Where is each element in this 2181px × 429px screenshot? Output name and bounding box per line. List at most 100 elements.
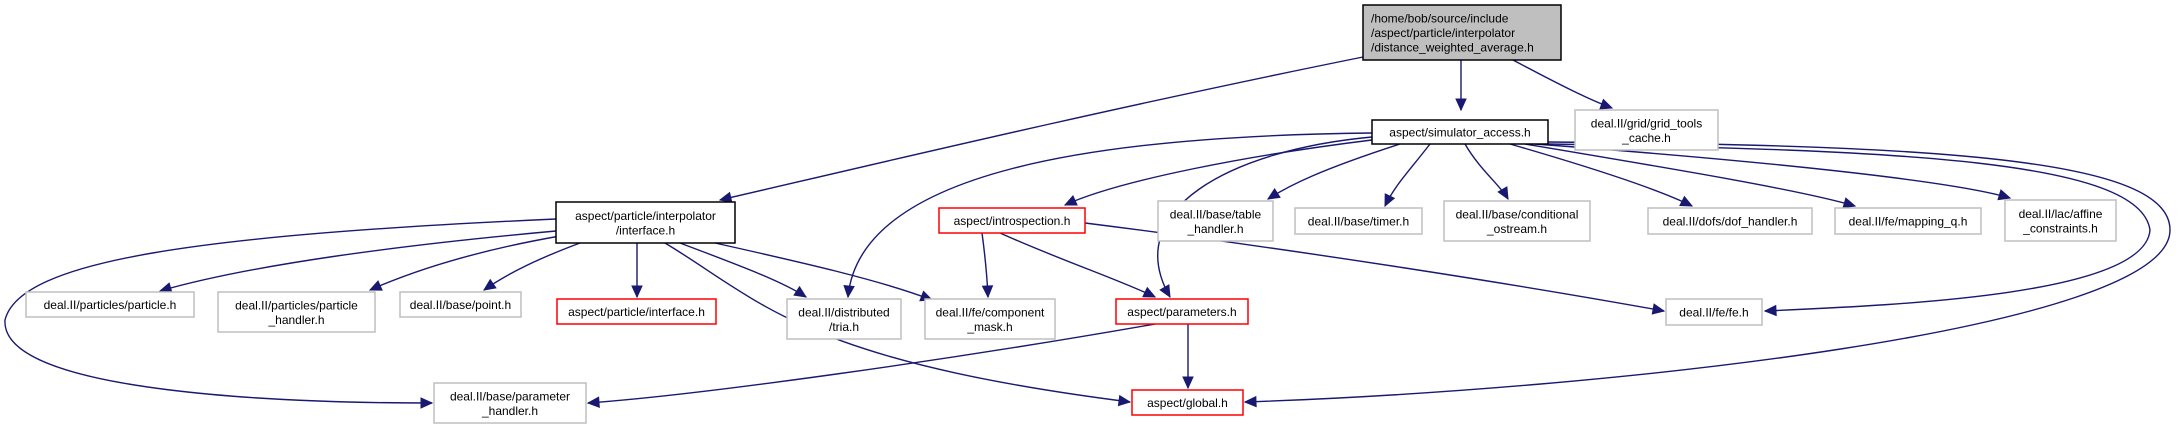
edge-simulator_access-to-fe: [1547, 143, 2151, 317]
node-box: [924, 298, 1056, 340]
node-component-mask[interactable]: deal.II/fe/component_mask.h: [924, 298, 1056, 340]
arrowhead-icon: [1599, 98, 1614, 110]
node-mapping-q[interactable]: deal.II/fe/mapping_q.h: [1834, 207, 1982, 235]
node-table-handler[interactable]: deal.II/base/table_handler.h: [1157, 200, 1274, 242]
node-label: deal.II/particles/particle: [235, 298, 358, 312]
arrowhead-icon: [1266, 187, 1281, 200]
node-global[interactable]: aspect/global.h: [1131, 389, 1244, 416]
node-dof-handler[interactable]: deal.II/dofs/dof_handler.h: [1647, 207, 1813, 235]
node-label: deal.II/base/conditional: [1456, 207, 1579, 221]
node-point[interactable]: deal.II/base/point.h: [399, 291, 522, 318]
edge-interp_interface-to-distributed_tria: [679, 242, 808, 298]
node-label: /home/bob/source/include: [1371, 12, 1509, 26]
node-label: deal.II/dofs/dof_handler.h: [1663, 215, 1798, 229]
edge-interp_interface-to-point: [483, 242, 581, 291]
edge-simulator_access-to-distributed_tria: [843, 132, 1373, 299]
edge-line: [1512, 59, 1613, 109]
edge-introspection-to-parameters: [999, 232, 1157, 298]
node-label: deal.II/base/point.h: [410, 298, 511, 312]
node-box: [1362, 4, 1562, 61]
arrowhead-icon: [793, 285, 808, 298]
arrowhead-icon: [1455, 98, 1467, 112]
edge-line: [369, 235, 561, 291]
node-label: deal.II/grid/grid_tools: [1591, 116, 1702, 130]
node-label: /aspect/particle/interpolator: [1371, 26, 1515, 40]
node-label: aspect/particle/interface.h: [568, 305, 705, 319]
node-particle-handler[interactable]: deal.II/particles/particle_handler.h: [217, 291, 376, 333]
node-conditional-ostream[interactable]: deal.II/base/conditional_ostream.h: [1443, 200, 1591, 242]
node-interp-interface[interactable]: aspect/particle/interpolator/interface.h: [555, 201, 736, 244]
edge-line: [4, 218, 557, 404]
edge-simulator_access-to-affine_constraints: [1534, 143, 2012, 201]
node-affine-constraints[interactable]: deal.II/lac/affine_constraints.h: [2004, 199, 2117, 242]
node-box: [1131, 389, 1244, 416]
node-box: [399, 291, 522, 318]
edge-simulator_access-to-conditional_ostream: [1464, 143, 1509, 201]
node-box: [1834, 207, 1982, 235]
node-label: deal.II/fe/component: [936, 305, 1045, 319]
edge-line: [1509, 143, 1693, 207]
node-parameter-handler[interactable]: deal.II/base/parameter_handler.h: [433, 382, 587, 424]
node-label: deal.II/distributed: [798, 305, 889, 319]
edge-line: [1547, 143, 2151, 312]
edge-line: [679, 242, 807, 298]
arrowhead-icon: [1997, 189, 2012, 201]
node-label: _handler.h: [267, 313, 324, 327]
node-distributed-tria[interactable]: deal.II/distributed/tria.h: [786, 298, 902, 340]
edge-line: [1534, 143, 2011, 199]
node-grid-tools-cache[interactable]: deal.II/grid/grid_tools_cache.h: [1574, 109, 1719, 151]
arrowhead-icon: [1142, 286, 1157, 298]
node-label: _mask.h: [966, 320, 1012, 334]
edge-parameters-to-parameter_handler: [586, 323, 1156, 408]
node-box: [217, 291, 376, 333]
edge-line: [999, 232, 1156, 298]
arrowhead-icon: [1159, 284, 1171, 299]
node-introspection[interactable]: aspect/introspection.h: [938, 207, 1086, 234]
edge-simulator_access-to-parameters: [1157, 136, 1373, 299]
node-label: aspect/simulator_access.h: [1389, 126, 1530, 140]
edge-simulator_access-to-table_handler: [1266, 143, 1401, 200]
edge-line: [1524, 143, 1856, 207]
node-label: /distance_weighted_average.h: [1371, 41, 1534, 55]
edge-line: [719, 56, 1364, 201]
node-timer[interactable]: deal.II/base/timer.h: [1294, 207, 1423, 235]
node-label: aspect/particle/interpolator: [575, 209, 716, 223]
node-box: [25, 291, 195, 318]
node-box: [433, 382, 587, 424]
node-simulator-access[interactable]: aspect/simulator_access.h: [1371, 119, 1549, 145]
edge-line: [1064, 139, 1373, 206]
nodes-layer: /home/bob/source/include/aspect/particle…: [25, 4, 2117, 424]
edge-line: [483, 242, 581, 291]
node-label: /tria.h: [829, 320, 859, 334]
edge-simulator_access-to-dof_handler: [1509, 143, 1694, 207]
node-box: [1371, 119, 1549, 145]
node-label: _handler.h: [1186, 222, 1243, 236]
node-label: deal.II/base/parameter: [450, 389, 570, 403]
arrowhead-icon: [1679, 195, 1694, 207]
node-label: deal.II/base/timer.h: [1308, 215, 1409, 229]
arrowhead-icon: [420, 397, 434, 409]
node-root[interactable]: /home/bob/source/include/aspect/particle…: [1362, 4, 1562, 61]
node-label: deal.II/particles/particle.h: [44, 298, 177, 312]
node-particles-particle[interactable]: deal.II/particles/particle.h: [25, 291, 195, 318]
edge-interp_interface-to-particle_interface: [631, 243, 643, 299]
node-box: [938, 207, 1086, 234]
arrowhead-icon: [981, 285, 994, 299]
edge-root-to-simulator_access: [1455, 59, 1467, 112]
edge-interp_interface-to-particles_particle: [158, 230, 557, 294]
edge-simulator_access-to-mapping_q: [1524, 143, 1857, 209]
node-label: deal.II/fe/mapping_q.h: [1849, 215, 1968, 229]
node-label: aspect/introspection.h: [954, 214, 1071, 228]
node-parameters[interactable]: aspect/parameters.h: [1115, 298, 1249, 325]
arrowhead-icon: [843, 285, 855, 299]
edge-interp_interface-to-particle_handler: [368, 235, 561, 291]
arrowhead-icon: [1063, 194, 1078, 206]
arrowhead-icon: [718, 191, 733, 204]
node-fe[interactable]: deal.II/fe/fe.h: [1665, 298, 1763, 326]
edge-line: [847, 132, 1373, 298]
arrowhead-icon: [586, 396, 600, 408]
arrowhead-icon: [1497, 186, 1509, 201]
node-box: [1647, 207, 1813, 235]
arrowhead-icon: [1384, 193, 1396, 208]
node-particle-interface[interactable]: aspect/particle/interface.h: [556, 298, 717, 325]
